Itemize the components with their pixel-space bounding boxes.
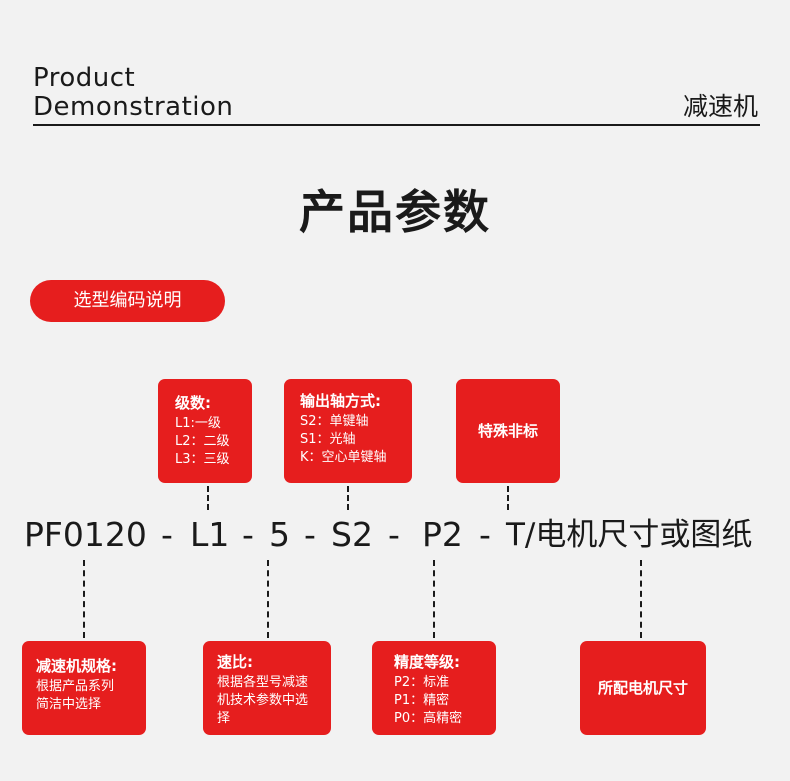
shaft-box-line: S1：光轴 bbox=[300, 432, 356, 447]
code-separator: - bbox=[242, 515, 254, 554]
model-box-line: 根据产品系列 bbox=[36, 679, 115, 694]
shaft-box-line: K：空心单键轴 bbox=[300, 450, 387, 465]
precision-box-line: P2：标准 bbox=[394, 675, 450, 690]
motor-box-title: 所配电机尺寸 bbox=[597, 679, 688, 697]
code-separator: - bbox=[304, 515, 316, 554]
precision-box-title: 精度等级: bbox=[394, 653, 460, 671]
code-model: PF0120 bbox=[24, 515, 147, 554]
connector-shaft bbox=[347, 486, 349, 510]
connector-special bbox=[507, 486, 509, 510]
stage-box-line: L2：二级 bbox=[175, 434, 230, 449]
section-title: 产品参数 bbox=[299, 185, 491, 239]
code-separator: - bbox=[161, 515, 173, 554]
precision-box: 精度等级: P2：标准 P1：精密 P0：高精密 bbox=[372, 641, 496, 735]
connector-motor bbox=[640, 560, 642, 638]
code-precision: P2 bbox=[422, 515, 463, 554]
stage-box: 级数: L1:一级 L2：二级 L3：三级 bbox=[158, 379, 252, 483]
ratio-box: 速比: 根据各型号减速 机技术参数中选 择 bbox=[203, 641, 331, 735]
ratio-box-line: 机技术参数中选 bbox=[217, 693, 309, 708]
code-stage: L1 bbox=[190, 515, 230, 554]
ratio-box-line: 根据各型号减速 bbox=[217, 675, 309, 690]
connector-precision bbox=[433, 560, 435, 638]
shaft-box: 输出轴方式: S2：单键轴 S1：光轴 K：空心单键轴 bbox=[284, 379, 412, 483]
shaft-box-line: S2：单键轴 bbox=[300, 414, 369, 429]
connector-ratio bbox=[267, 560, 269, 638]
header-divider bbox=[33, 124, 760, 126]
header-title-line1: Product bbox=[33, 63, 136, 93]
code-special: T/电机尺寸或图纸 bbox=[506, 517, 753, 553]
special-box-title: 特殊非标 bbox=[477, 422, 538, 440]
code-separator: - bbox=[388, 515, 400, 554]
header-title: Product Demonstration bbox=[33, 64, 233, 122]
stage-box-title: 级数: bbox=[175, 394, 211, 412]
shaft-box-title: 输出轴方式: bbox=[300, 392, 381, 410]
selection-code-pill: 选型编码说明 bbox=[30, 280, 225, 322]
stage-box-line: L1:一级 bbox=[175, 416, 221, 431]
model-box: 减速机规格: 根据产品系列 简洁中选择 bbox=[22, 641, 146, 735]
connector-stage bbox=[207, 486, 209, 510]
ratio-box-title: 速比: bbox=[217, 653, 253, 671]
model-box-title: 减速机规格: bbox=[36, 657, 117, 675]
motor-box: 所配电机尺寸 bbox=[580, 641, 706, 735]
stage-box-line: L3：三级 bbox=[175, 452, 230, 467]
precision-box-line: P0：高精密 bbox=[394, 711, 463, 726]
model-box-line: 简洁中选择 bbox=[36, 697, 102, 712]
ratio-box-line: 择 bbox=[217, 711, 231, 726]
code-shaft: S2 bbox=[331, 515, 373, 554]
connector-model bbox=[83, 560, 85, 638]
code-separator: - bbox=[479, 515, 491, 554]
precision-box-line: P1：精密 bbox=[394, 693, 450, 708]
code-ratio: 5 bbox=[269, 515, 290, 554]
header-title-line2: Demonstration bbox=[33, 92, 234, 122]
model-code: PF0120 - L1 - 5 - S2 - P2 - T/电机尺寸或图纸 bbox=[24, 513, 784, 557]
special-box: 特殊非标 bbox=[456, 379, 560, 483]
header-category: 减速机 bbox=[682, 92, 758, 121]
